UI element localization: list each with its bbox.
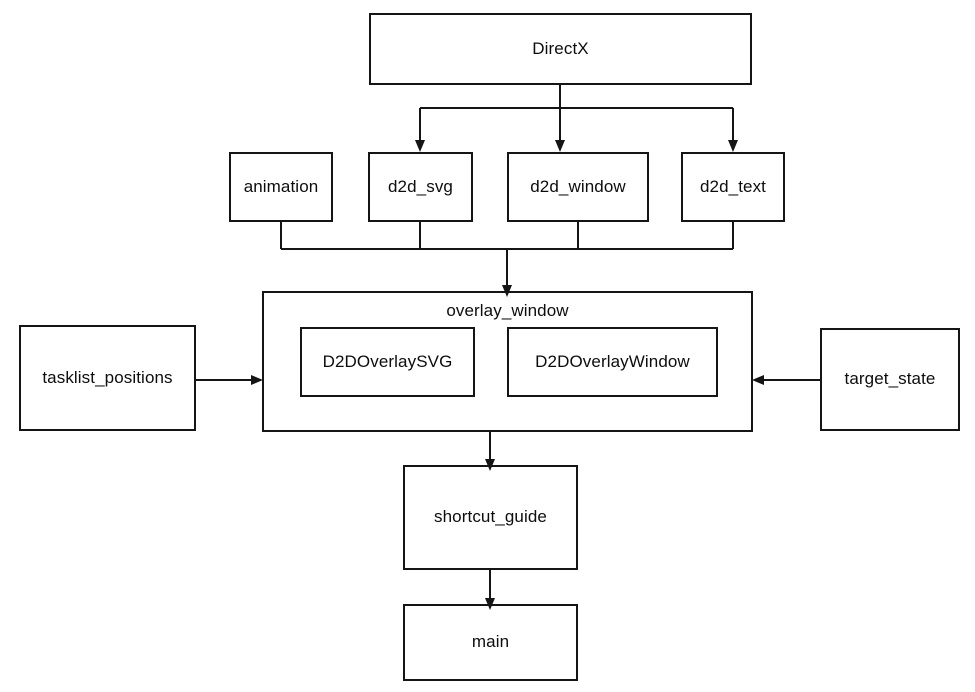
node-d2doverlaywindow[interactable]: D2DOverlayWindow [507,327,718,397]
node-target-state[interactable]: target_state [820,328,960,431]
node-d2d-window-label: d2d_window [530,176,626,196]
node-d2d-svg[interactable]: d2d_svg [368,152,473,222]
node-d2d-svg-label: d2d_svg [388,176,453,196]
node-d2d-text[interactable]: d2d_text [681,152,785,222]
node-shortcut-guide[interactable]: shortcut_guide [403,465,578,570]
node-main[interactable]: main [403,604,578,681]
node-directx-label: DirectX [532,38,589,58]
node-directx[interactable]: DirectX [369,13,752,85]
node-d2d-window[interactable]: d2d_window [507,152,649,222]
node-main-label: main [471,632,510,652]
node-d2doverlaysvg[interactable]: D2DOverlaySVG [300,327,475,397]
node-tasklist-positions[interactable]: tasklist_positions [19,325,196,431]
node-overlay-window-label: overlay_window [446,301,569,320]
node-target-state-label: target_state [844,369,936,389]
node-tasklist-positions-label: tasklist_positions [42,367,173,387]
node-d2doverlaysvg-label: D2DOverlaySVG [322,351,453,371]
node-d2d-text-label: d2d_text [699,176,767,196]
node-shortcut-guide-label: shortcut_guide [434,507,547,527]
node-animation-label: animation [243,176,319,196]
node-d2doverlaywindow-label: D2DOverlayWindow [535,351,690,371]
node-animation[interactable]: animation [229,152,333,222]
